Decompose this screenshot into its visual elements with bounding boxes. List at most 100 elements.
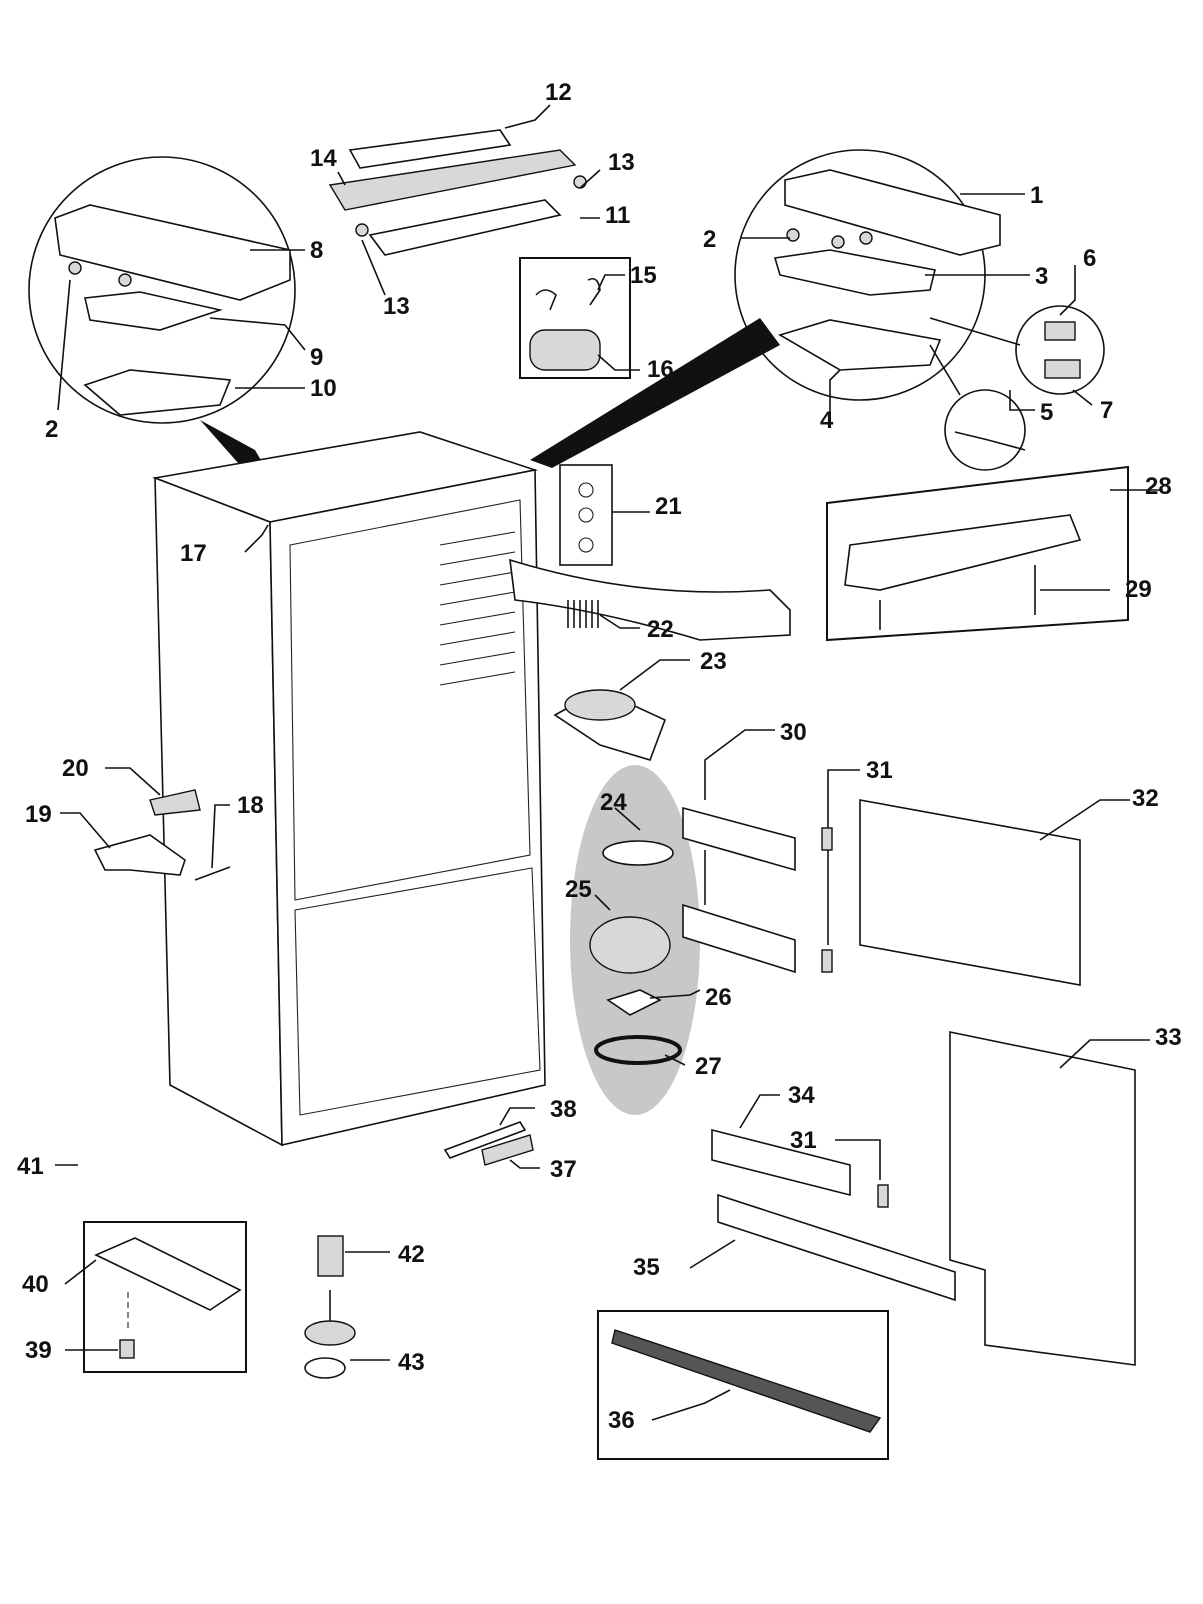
- callout-2: 2: [45, 416, 58, 443]
- part-31-stopper: [877, 1184, 889, 1208]
- callout-43: 43: [398, 1349, 425, 1376]
- callout-21: 21: [655, 493, 682, 520]
- part-42-bolt: [317, 1235, 344, 1277]
- part-22-connector: [567, 600, 599, 628]
- magnifier-pointer: [530, 318, 780, 468]
- part-19-hinge: [93, 834, 186, 876]
- sensor-wire-icon: [954, 431, 1026, 451]
- part-20-shim: [149, 789, 201, 816]
- callout-42: 42: [398, 1241, 425, 1268]
- refrigerator-cabinet: [152, 431, 791, 1147]
- callout-34: 34: [788, 1082, 815, 1109]
- callout-26: 26: [705, 984, 732, 1011]
- left-hinge-detail: [28, 156, 296, 510]
- part-30-rail-lower: [682, 903, 796, 974]
- control-panel-arrow: [509, 558, 791, 641]
- part-43-knob: [304, 1320, 356, 1346]
- part-24-lens: [602, 840, 674, 866]
- part-31-stopper: [821, 827, 833, 851]
- callout-33: 33: [1155, 1024, 1182, 1051]
- part-18-screw: [194, 866, 231, 881]
- button-icon: [578, 482, 594, 498]
- callout-29: 29: [1125, 576, 1152, 603]
- screw-icon: [786, 228, 800, 242]
- screw-icon: [831, 235, 845, 249]
- callout-4: 4: [820, 407, 834, 434]
- part-12-strip: [348, 129, 512, 169]
- part-43-pad: [304, 1357, 346, 1379]
- part-28-29-detail: [826, 465, 1129, 642]
- button-icon: [578, 507, 594, 523]
- fan-icon: [564, 689, 636, 721]
- left-hinge-cover: [54, 204, 291, 301]
- callout-1: 1: [1030, 182, 1043, 209]
- part-34-rail: [711, 1128, 851, 1197]
- part-37: [481, 1134, 534, 1166]
- callout-20: 20: [62, 755, 89, 782]
- callout-19: 19: [25, 801, 52, 828]
- light-assembly: [570, 765, 700, 1115]
- part-26-board: [606, 989, 662, 1016]
- callout-2: 2: [703, 226, 716, 253]
- callout-13: 13: [383, 293, 410, 320]
- fresh-food-compartment: [289, 499, 531, 901]
- right-hinge-detail: [530, 149, 1105, 471]
- callout-30: 30: [780, 719, 807, 746]
- right-hinge-cover: [784, 169, 1001, 256]
- connector-icon: [1044, 359, 1081, 379]
- part-30-rail-upper: [682, 806, 796, 872]
- cabinet-front: [269, 469, 546, 1146]
- callout-38: 38: [550, 1096, 577, 1123]
- freezer-rail-parts: [682, 799, 1136, 1366]
- screw-icon: [355, 223, 369, 237]
- part-35-slide: [717, 1193, 956, 1302]
- part-14-frame: [328, 149, 577, 211]
- left-hinge-bracket: [83, 369, 232, 416]
- part-28-tray: [844, 514, 1082, 591]
- callout-16: 16: [647, 356, 674, 383]
- callout-31: 31: [790, 1127, 817, 1154]
- part-40-bracket: [94, 1237, 242, 1311]
- callout-31: 31: [866, 757, 893, 784]
- callout-3: 3: [1035, 263, 1048, 290]
- callout-35: 35: [633, 1254, 660, 1281]
- part-32-basket: [859, 799, 1081, 986]
- fitting-icon: [529, 329, 601, 371]
- detail-leader: [929, 344, 961, 396]
- screw-icon: [68, 261, 82, 275]
- part-39-40-detail: [83, 1221, 247, 1373]
- callout-labels: 1 2 2 3 4 5 6 7 8 9 10 11 12 13 13 14 15…: [17, 79, 1182, 1434]
- callout-5: 5: [1040, 399, 1053, 426]
- part-27-ring: [594, 1035, 682, 1065]
- sensor-detail-circle: [944, 389, 1026, 471]
- callout-23: 23: [700, 648, 727, 675]
- callout-40: 40: [22, 1271, 49, 1298]
- connector-icon: [1044, 321, 1076, 341]
- callout-15: 15: [630, 262, 657, 289]
- leader-lines: [55, 104, 1160, 1421]
- callout-18: 18: [237, 792, 264, 819]
- button-icon: [578, 537, 594, 553]
- callout-6: 6: [1083, 245, 1096, 272]
- water-fitting-detail: [519, 257, 631, 379]
- part-11-cover: [368, 199, 562, 256]
- screw-icon: [859, 231, 873, 245]
- callout-8: 8: [310, 237, 323, 264]
- part-36-box: [597, 1310, 889, 1460]
- part-36-detail: [597, 1310, 889, 1460]
- callout-27: 27: [695, 1053, 722, 1080]
- top-cover-parts: [328, 129, 587, 256]
- part-40-box: [83, 1221, 247, 1373]
- clip-icon: [535, 289, 557, 311]
- freezer-compartment: [294, 867, 541, 1116]
- part-33-door: [949, 1031, 1136, 1366]
- callout-37: 37: [550, 1156, 577, 1183]
- part-25-housing: [589, 916, 671, 974]
- right-hinge-plate: [773, 249, 936, 296]
- leveling-foot-parts: [304, 1235, 356, 1379]
- callout-36: 36: [608, 1407, 635, 1434]
- callout-25: 25: [565, 876, 592, 903]
- clip-icon: [587, 277, 601, 306]
- callout-12: 12: [545, 79, 572, 106]
